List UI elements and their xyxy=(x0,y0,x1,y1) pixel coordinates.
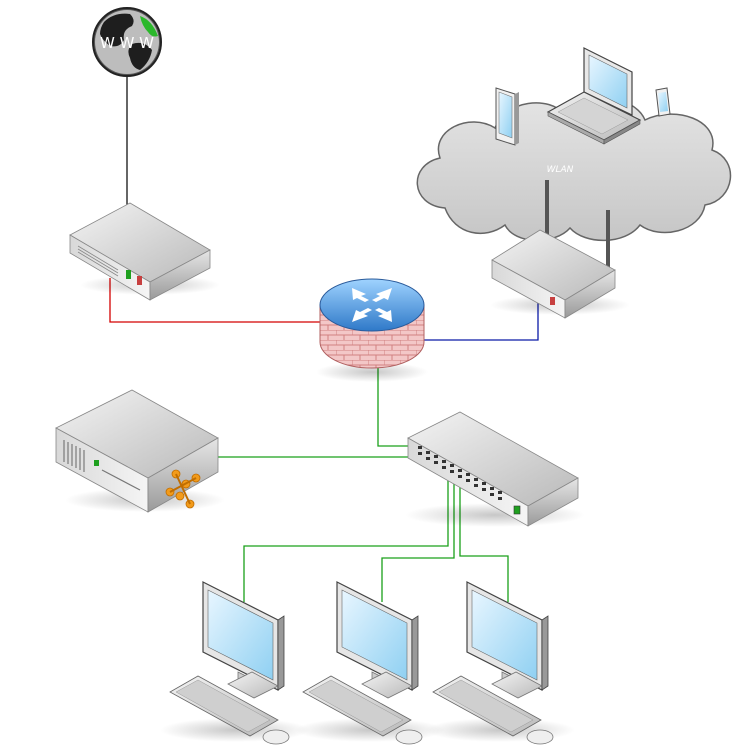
globe-icon: W W W xyxy=(92,7,162,77)
wireless-access-point-icon xyxy=(490,180,630,319)
workstation-1 xyxy=(160,581,310,745)
workstation-1-link xyxy=(243,478,449,602)
network-service-icon xyxy=(165,469,201,509)
switch-ports xyxy=(418,446,502,500)
internet-label: W W W xyxy=(100,34,154,52)
tablet-icon xyxy=(495,87,519,146)
workstation-icon xyxy=(295,581,445,745)
switch-icon xyxy=(405,411,585,527)
laptop-icon xyxy=(546,47,642,145)
server-icon xyxy=(55,389,225,513)
firewall-router-icon xyxy=(316,278,428,382)
workstation-icon xyxy=(160,581,310,745)
router-switch-link xyxy=(377,368,420,447)
phone-icon xyxy=(655,87,671,117)
wlan-label: WLAN xyxy=(547,165,574,175)
workstation-3 xyxy=(425,581,575,745)
workstation-icon xyxy=(425,581,575,745)
workstation-2 xyxy=(295,581,445,745)
modem-icon xyxy=(69,202,220,301)
workstation-2-link xyxy=(381,480,455,602)
